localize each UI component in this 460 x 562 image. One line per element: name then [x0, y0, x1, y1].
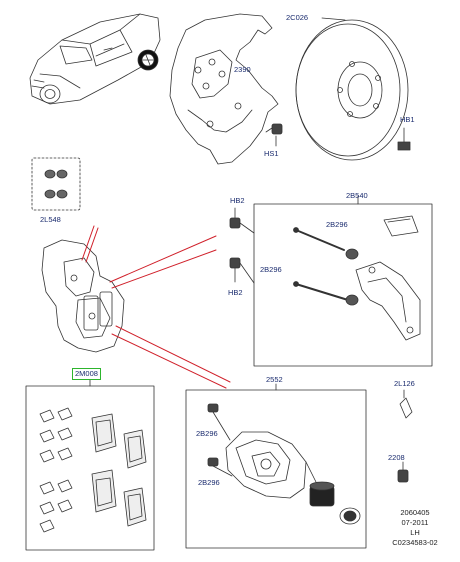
vehicle-illustration	[29, 13, 161, 105]
callout-2390[interactable]: 2390	[234, 65, 251, 74]
callout-hb2-bottom[interactable]: HB2	[228, 288, 243, 297]
callout-2b296-pin-top[interactable]: 2B296	[326, 220, 348, 229]
callout-2552[interactable]: 2552	[266, 375, 283, 384]
callout-2l126[interactable]: 2L126	[394, 379, 415, 388]
bolt-hs1	[265, 123, 283, 147]
callout-2208[interactable]: 2208	[388, 453, 405, 462]
leader-lines	[81, 225, 231, 389]
callout-2b296-bolt-top[interactable]: 2B296	[196, 429, 218, 438]
footer-date: 07-2011	[401, 518, 429, 527]
screw-hb1	[397, 127, 411, 151]
backing-plate	[169, 13, 279, 165]
footer-side: LH	[410, 528, 420, 537]
bolt-hb2	[229, 207, 255, 284]
boot-kit	[31, 157, 81, 211]
caliper-assembly-overview	[41, 239, 125, 353]
diagram-footer: 2060405 07-2011 LH C0234583-02	[380, 508, 450, 548]
bracket-kit-panel	[253, 195, 433, 367]
footer-ref: C0234583-02	[392, 538, 438, 547]
callout-hb2-top[interactable]: HB2	[230, 196, 245, 205]
callout-2b296-bolt-bottom[interactable]: 2B296	[198, 478, 220, 487]
callout-2b296-pin-bottom[interactable]: 2B296	[260, 265, 282, 274]
callout-2l548[interactable]: 2L548	[40, 215, 61, 224]
callout-2c026[interactable]: 2C026	[286, 13, 309, 22]
callout-2b540[interactable]: 2B540	[346, 191, 368, 200]
brake-disc	[295, 17, 409, 161]
callout-hb1[interactable]: HB1	[400, 115, 415, 124]
callout-2m008-selected[interactable]: 2M008	[72, 368, 101, 380]
footer-code: 2060405	[400, 508, 430, 517]
pad-set-panel	[25, 379, 155, 551]
bleed-screw	[397, 389, 413, 483]
callout-hs1[interactable]: HS1	[264, 149, 279, 158]
caliper-panel	[185, 383, 367, 549]
